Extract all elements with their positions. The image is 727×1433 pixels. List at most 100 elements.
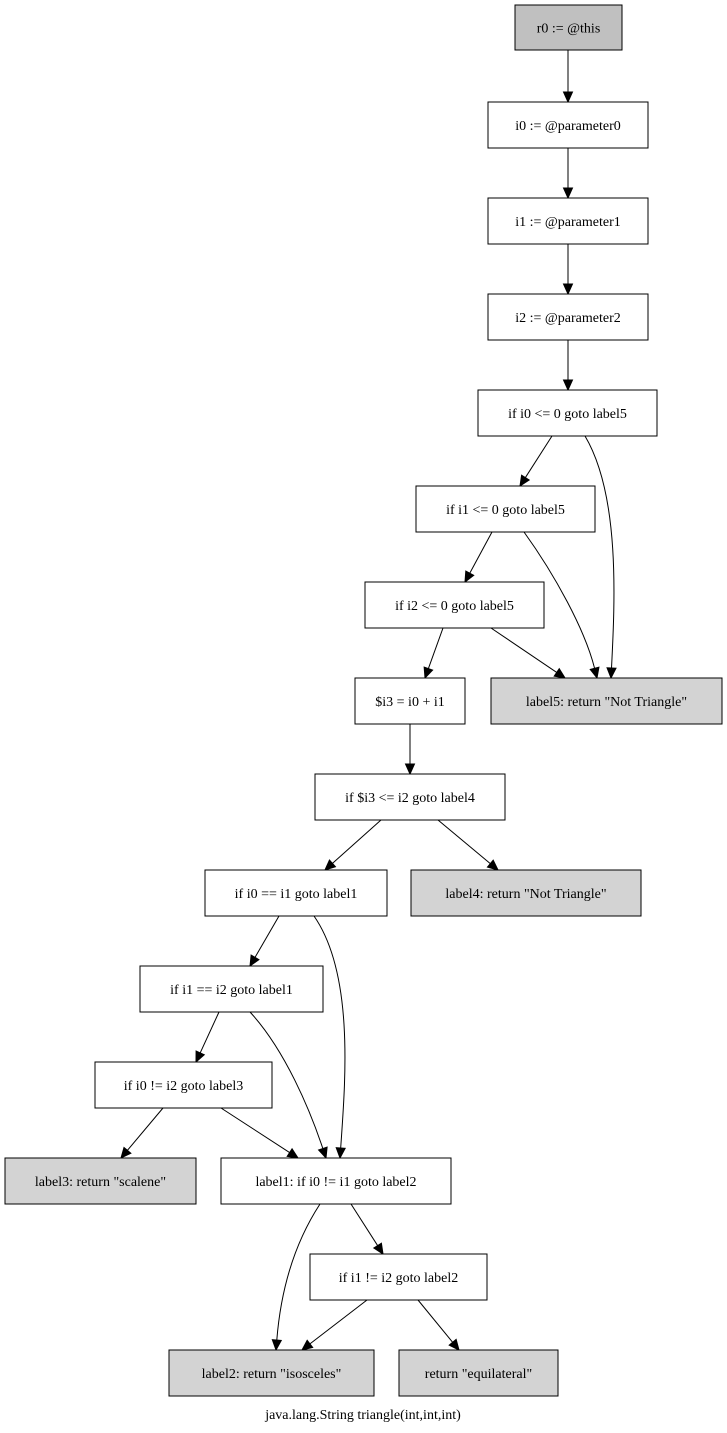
node-box [220,1157,452,1205]
node-box [4,1157,197,1205]
edge-n6-n8 [490,627,567,679]
edge-n16-n17 [301,1299,368,1351]
edge-line [417,1299,454,1343]
edge-n6-n7 [423,627,444,680]
edge-line [523,531,596,669]
node-box [514,4,623,51]
node-box [139,965,324,1013]
node-box [487,101,649,149]
graph-node-n4: if i0 <= 0 goto label5 [477,389,658,437]
edge-line [313,915,346,1149]
edge-line [199,1011,220,1054]
edge-line [584,435,615,669]
arrowhead-icon [562,187,574,200]
arrowhead-icon [324,859,337,871]
edge-line [437,819,491,864]
graph-node-n1: i0 := @parameter0 [487,101,649,149]
edge-line [332,819,382,864]
edge-n4-n5 [519,435,553,488]
arrowhead-icon [423,666,434,680]
graph-node-n16: if i1 != i2 goto label2 [309,1253,488,1301]
edge-line [524,435,553,478]
edge-n4-n8 [584,435,617,680]
node-box [204,869,388,917]
node-box [354,677,466,725]
node-label: label3: return "scalene" [35,1175,166,1190]
edge-n9-n11 [437,819,499,871]
node-box [477,389,658,437]
arrowhead-icon [286,1147,300,1159]
node-box [314,773,506,821]
arrowhead-icon [448,1338,460,1351]
edge-line [350,1203,379,1246]
arrowhead-icon [195,1050,206,1064]
graph-node-n7: $i3 = i0 + i1 [354,677,466,725]
edge-line [490,627,557,673]
arrowhead-icon [589,666,600,680]
node-label: i0 := @parameter0 [515,119,621,134]
node-box [487,293,649,341]
node-box [364,581,545,629]
edge-line [427,627,444,669]
arrowhead-icon [464,570,475,584]
arrowhead-icon [553,667,567,679]
edge-line [309,1299,368,1345]
edge-n13-n15 [220,1107,300,1159]
edge-line [249,1011,324,1149]
node-box [490,677,723,725]
edge-n7-n9 [404,724,416,776]
node-label: if i0 != i2 goto label3 [124,1079,244,1094]
node-label: i2 := @parameter2 [515,311,621,326]
node-label: label4: return "Not Triangle" [445,887,606,902]
edge-n15-n16 [350,1203,384,1256]
arrowhead-icon [372,1242,384,1256]
node-box [487,197,649,245]
node-box [94,1061,273,1109]
edge-line [220,1107,290,1153]
arrowhead-icon [606,667,617,680]
graph-caption: java.lang.String triangle(int,int,int) [264,1408,461,1423]
edge-line [127,1107,164,1151]
node-label: return "equilateral" [425,1367,532,1382]
node-label: if i1 == i2 goto label1 [170,983,293,998]
edge-line [254,915,280,958]
graph-node-n17: label2: return "isosceles" [168,1349,375,1397]
arrowhead-icon [486,859,499,871]
arrowhead-icon [249,954,260,968]
node-label: i1 := @parameter1 [515,215,621,230]
node-label: if $i3 <= i2 goto label4 [345,791,475,806]
graph-node-n9: if $i3 <= i2 goto label4 [314,773,506,821]
edge-n5-n8 [523,531,600,680]
edge-n12-n15 [249,1011,328,1160]
graph-node-n6: if i2 <= 0 goto label5 [364,581,545,629]
graph-node-n8: label5: return "Not Triangle" [490,677,723,725]
graph-node-n11: label4: return "Not Triangle" [410,869,642,917]
graph-node-n2: i1 := @parameter1 [487,197,649,245]
node-label: if i1 != i2 goto label2 [339,1271,459,1286]
edge-n10-n15 [313,915,346,1160]
edge-n5-n6 [464,531,493,584]
node-label: r0 := @this [537,22,601,37]
edge-line [469,531,493,574]
graph-node-n12: if i1 == i2 goto label1 [139,965,324,1013]
arrowhead-icon [301,1339,314,1351]
edge-line [276,1203,321,1341]
arrowhead-icon [562,91,574,104]
node-label: if i0 <= 0 goto label5 [508,407,627,422]
edge-n9-n10 [324,819,382,871]
arrowhead-icon [317,1146,328,1160]
arrowhead-icon [120,1146,132,1159]
node-label: label5: return "Not Triangle" [526,695,687,710]
node-label: if i1 <= 0 goto label5 [446,503,565,518]
graph-node-n10: if i0 == i1 goto label1 [204,869,388,917]
arrowhead-icon [562,379,574,392]
edges-layer [120,50,617,1352]
graph-node-n18: return "equilateral" [398,1349,559,1397]
arrowhead-icon [271,1339,283,1352]
node-label: label2: return "isosceles" [202,1367,342,1382]
edge-n0-n1 [562,50,574,104]
node-label: if i0 == i1 goto label1 [235,887,358,902]
node-box [398,1349,559,1397]
node-label: $i3 = i0 + i1 [375,695,444,710]
